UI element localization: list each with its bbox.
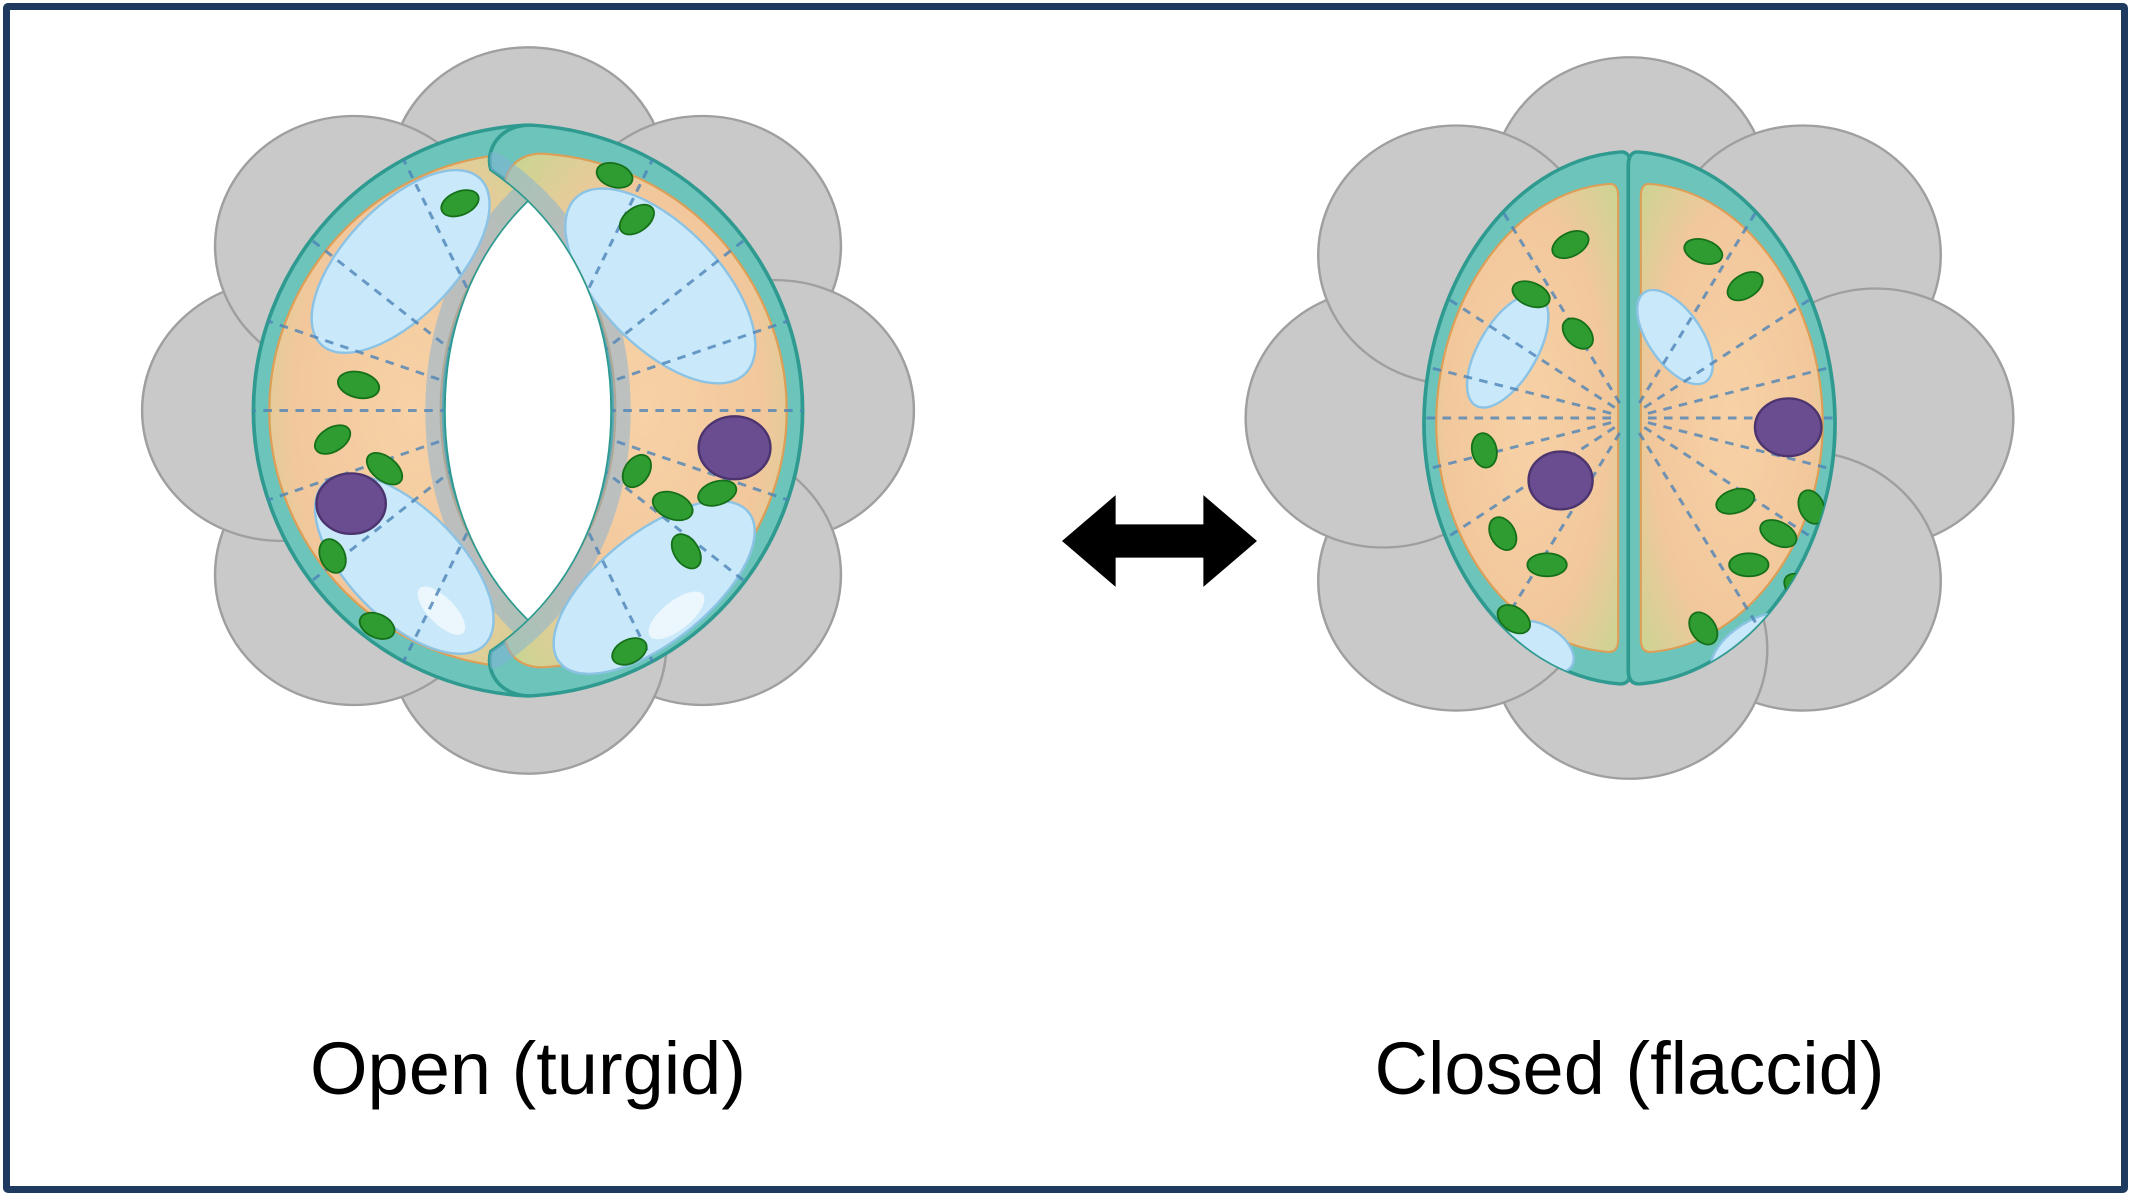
chloroplast <box>611 637 648 666</box>
chloroplast <box>1715 487 1756 515</box>
chloroplast <box>618 203 655 236</box>
microfibrils <box>540 130 803 691</box>
vacuole <box>552 499 756 676</box>
arrow-shape <box>1062 495 1257 587</box>
nucleus <box>697 415 772 481</box>
chloroplast <box>1551 230 1590 260</box>
label-open-turgid: Open (turgid) <box>310 1027 746 1110</box>
vacuole <box>564 187 757 385</box>
chloroplast <box>1759 519 1798 549</box>
chloroplast <box>697 479 738 507</box>
guard-cell-right <box>487 123 805 698</box>
chloroplast <box>1488 516 1518 551</box>
chloroplast <box>1726 271 1764 302</box>
chloroplast <box>440 189 480 218</box>
double-headed-arrow-icon <box>1062 495 1257 587</box>
closed-stoma-figure <box>1244 56 2015 780</box>
chloroplast <box>651 490 694 522</box>
chloroplast <box>595 162 634 189</box>
nucleus <box>1753 397 1823 458</box>
chloroplast <box>1797 489 1826 525</box>
chloroplast <box>1511 280 1551 309</box>
vacuole-highlight <box>648 591 705 640</box>
vacuole-highlight <box>417 586 466 635</box>
microfibrils <box>1423 166 1621 669</box>
nucleus <box>315 472 387 536</box>
chloroplast <box>318 538 347 574</box>
chloroplast <box>1496 604 1531 635</box>
chloroplast <box>1688 611 1719 646</box>
chloroplast <box>1470 432 1498 469</box>
label-closed-flaccid: Closed (flaccid) <box>1374 1027 1885 1110</box>
nucleus <box>1527 450 1594 511</box>
vacuole <box>310 168 491 355</box>
chloroplast <box>1683 238 1724 265</box>
guard-cell-left <box>251 123 569 698</box>
chloroplast <box>1728 552 1770 578</box>
chloroplast <box>1561 317 1594 350</box>
chloroplast <box>621 453 652 489</box>
microfibrils <box>253 130 516 691</box>
chloroplast <box>337 370 381 400</box>
diagram-canvas: Open (turgid) Closed (flaccid) <box>3 3 2128 1193</box>
vacuole <box>1636 288 1715 386</box>
open-stoma-figure <box>140 46 916 775</box>
stomatal-pore <box>435 160 621 661</box>
chloroplast <box>1526 552 1568 578</box>
chloroplast <box>313 424 352 455</box>
chloroplast <box>365 452 404 486</box>
chloroplast <box>670 533 702 570</box>
chloroplast <box>358 611 396 640</box>
